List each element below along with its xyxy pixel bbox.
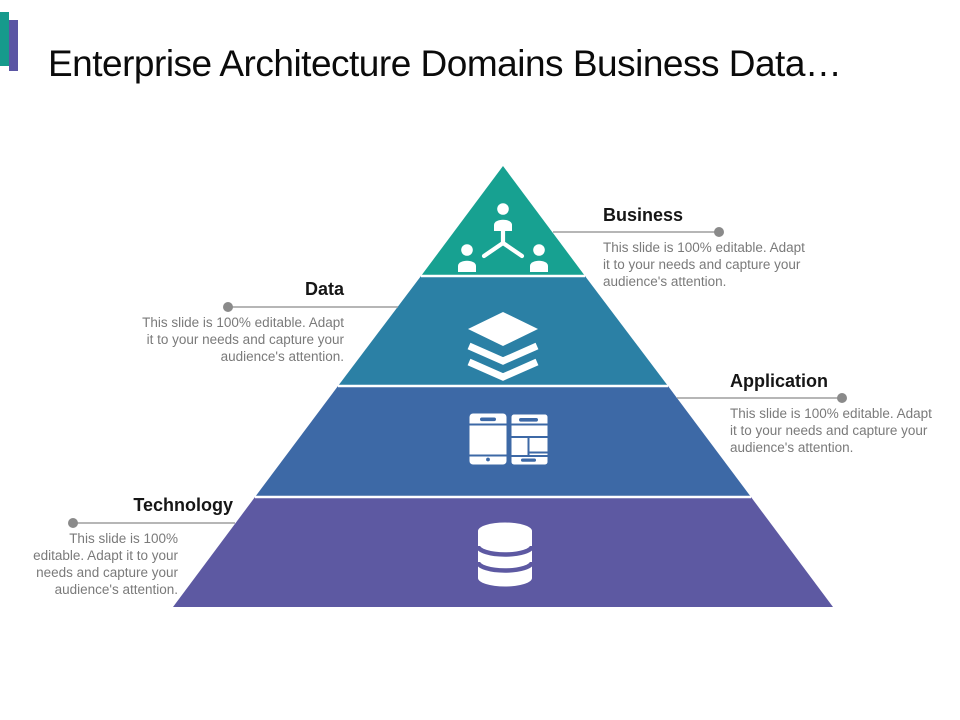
connector-dot (837, 393, 847, 403)
application-description[interactable]: This slide is 100% editable. Adapt it to… (730, 406, 932, 455)
data-connector (223, 302, 398, 312)
business-connector (553, 227, 724, 237)
application-connector (677, 393, 847, 403)
data-description[interactable]: This slide is 100% editable. Adapt it to… (142, 315, 344, 364)
slide-title[interactable]: Enterprise Architecture Domains Business… (48, 42, 842, 84)
business-label[interactable]: Business (603, 205, 684, 225)
business-description[interactable]: This slide is 100% editable. Adapt it to… (603, 240, 805, 289)
layers-icon (467, 312, 539, 381)
org-chart-icon (458, 203, 548, 272)
title-accent-purple-bar (9, 20, 18, 71)
data-label[interactable]: Data (304, 279, 344, 299)
connector-dot (223, 302, 233, 312)
application-label[interactable]: Application (730, 371, 828, 391)
technology-label[interactable]: Technology (133, 495, 233, 515)
database-icon (475, 522, 535, 587)
connector-dot (68, 518, 78, 528)
technology-description[interactable]: This slide is 100% editable. Adapt it to… (33, 531, 178, 597)
title-accent-teal-bar (0, 12, 9, 66)
technology-connector (68, 518, 235, 528)
devices-icon (469, 413, 548, 465)
connector-dot (714, 227, 724, 237)
